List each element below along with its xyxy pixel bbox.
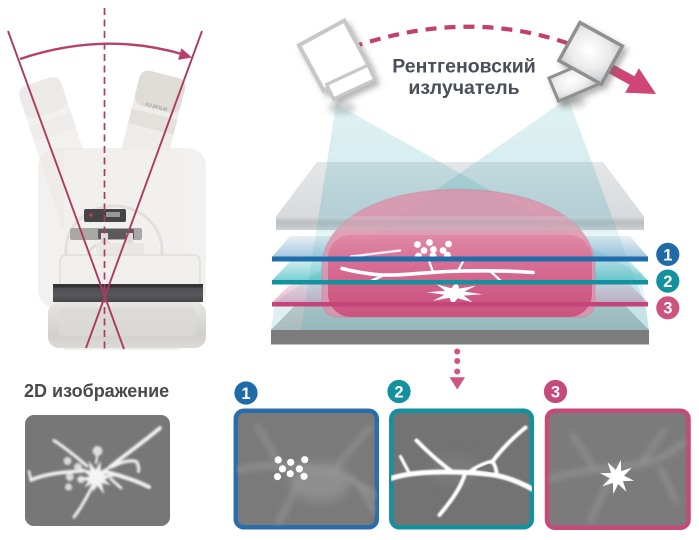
svg-text:3: 3	[551, 384, 560, 402]
svg-text:2: 2	[394, 384, 403, 402]
svg-text:Рентгеновский: Рентгеновский	[392, 56, 535, 78]
svg-text:1: 1	[663, 246, 672, 264]
svg-text:1: 1	[241, 385, 250, 403]
svg-text:2D изображение: 2D изображение	[24, 381, 169, 401]
svg-text:3: 3	[663, 300, 672, 318]
svg-text:FUJIFILM: FUJIFILM	[144, 102, 167, 113]
svg-text:2: 2	[663, 273, 672, 291]
svg-text:излучатель: излучатель	[408, 77, 519, 99]
